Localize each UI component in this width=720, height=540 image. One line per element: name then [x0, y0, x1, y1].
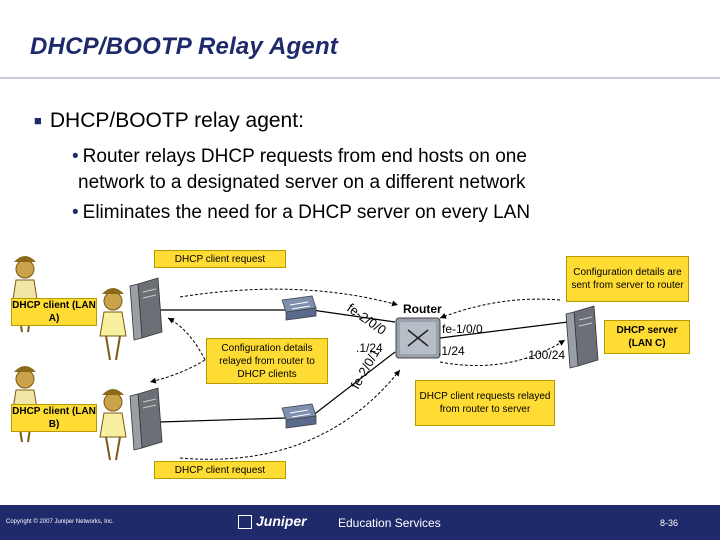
- config-relayed-callout: Configuration details relayed from route…: [206, 338, 328, 384]
- page-number: 8-36: [660, 518, 679, 528]
- requests-relayed-callout: DHCP client requests relayed from router…: [415, 380, 555, 426]
- interface-label-right: fe-1/0/0: [442, 322, 483, 336]
- client-request-callout-bottom: DHCP client request: [154, 461, 286, 479]
- dot-bullet-icon: •: [72, 146, 79, 167]
- education-services-text: Education Services: [338, 516, 441, 530]
- copyright-text: Copyright © 2007 Juniper Networks, Inc.: [6, 519, 114, 525]
- address-server: .100/24: [525, 348, 566, 362]
- title-divider: [0, 77, 720, 79]
- sub-bullet-1: •Router relays DHCP requests from end ho…: [72, 145, 527, 169]
- address-left: .1/24: [356, 341, 383, 355]
- server-icon: [129, 387, 163, 451]
- network-links: [159, 309, 569, 423]
- client-a-label: DHCP client (LAN A): [11, 298, 97, 326]
- bullet-main: ■ DHCP/BOOTP relay agent:: [34, 109, 304, 133]
- sub-bullet-1-text: Router relays DHCP requests from end hos…: [82, 146, 527, 167]
- address-right: .1/24: [438, 344, 465, 358]
- sub-bullet-1-cont: network to a designated server on a diff…: [78, 172, 526, 193]
- client-request-callout-top: DHCP client request: [154, 250, 286, 268]
- slide-title: DHCP/BOOTP Relay Agent: [30, 33, 338, 60]
- switch-icon: [281, 403, 317, 429]
- router-label: Router: [403, 302, 442, 316]
- client-person-icon: [99, 389, 127, 461]
- footer-bar: [0, 505, 720, 540]
- client-b-label: DHCP client (LAN B): [11, 404, 97, 432]
- interface-label-top: fe-2/0/0: [344, 300, 389, 338]
- server-icon: [129, 277, 163, 341]
- client-person-icon: [99, 288, 127, 361]
- router-icon: [395, 317, 441, 359]
- server-icon: [565, 305, 599, 369]
- switch-icon: [281, 295, 317, 321]
- server-label: DHCP server (LAN C): [604, 320, 690, 354]
- brand-name: Juniper: [256, 513, 307, 529]
- square-bullet-icon: ■: [34, 113, 42, 128]
- bullet-main-text: DHCP/BOOTP relay agent:: [49, 109, 304, 132]
- juniper-logo-icon: [238, 515, 252, 529]
- sub-bullet-2-text: Eliminates the need for a DHCP server on…: [82, 202, 531, 223]
- dot-bullet-icon: •: [72, 202, 79, 223]
- flow-arrows: [149, 288, 566, 460]
- config-sent-callout: Configuration details are sent from serv…: [566, 256, 689, 302]
- sub-bullet-2: •Eliminates the need for a DHCP server o…: [72, 201, 530, 225]
